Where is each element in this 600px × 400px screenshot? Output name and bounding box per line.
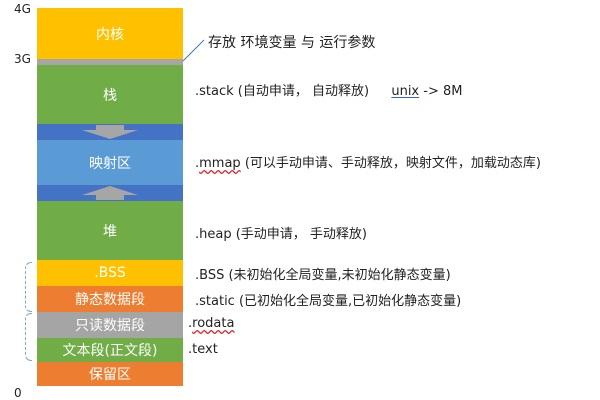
stack-segment: 栈: [37, 65, 183, 124]
reserved-segment: 保留区: [37, 362, 183, 386]
stack-description-main: .stack (自动申请， 自动释放): [195, 84, 370, 99]
stack-description-unix: unix: [391, 84, 420, 99]
mmap-description-rest: (可以手动申请、手动释放，映射文件，加载动态库): [240, 156, 541, 171]
rodata-description-prefix: .: [188, 316, 193, 331]
callout-line: [182, 39, 205, 62]
mmap-description-prefix: .: [195, 156, 200, 171]
stack-grow-down-arrow: [82, 125, 138, 139]
axis-label-0: 0: [14, 386, 22, 400]
static-segment: 静态数据段: [37, 286, 183, 312]
mmap-description-word: mmap: [199, 156, 241, 171]
bss-segment: .BSS: [37, 260, 183, 286]
heap-description: .heap (手动申请， 手动释放): [195, 227, 367, 242]
heap-segment: 堆: [37, 201, 183, 260]
text-segment: 文本段(正文段): [37, 338, 183, 362]
axis-label-3g: 3G: [14, 52, 31, 66]
kernel-note: 存放 环境变量 与 运行参数: [208, 35, 376, 51]
mmap-segment: 映射区: [37, 140, 183, 185]
axis-label-4g: 4G: [14, 2, 31, 16]
stack-description-size: -> 8M: [423, 84, 463, 99]
kernel-gap: [37, 59, 183, 65]
bss-description: .BSS (未初始化全局变量,未初始化静态变量): [195, 268, 451, 283]
mmap-description: .mmap (可以手动申请、手动释放，映射文件，加载动态库): [195, 152, 541, 171]
rodata-description: .rodata: [188, 316, 234, 331]
data-segments-bracket: [25, 262, 32, 312]
code-segments-bracket: [25, 313, 32, 361]
rodata-segment: 只读数据段: [37, 312, 183, 338]
text-description: .text: [188, 342, 218, 357]
kernel-segment: 内核: [37, 8, 183, 59]
stack-description: .stack (自动申请， 自动释放) unix -> 8M: [195, 80, 462, 99]
heap-grow-up-arrow: [82, 186, 138, 200]
static-description: .static (已初始化全局变量,已初始化静态变量): [195, 294, 462, 309]
rodata-description-word: rodata: [192, 316, 235, 331]
